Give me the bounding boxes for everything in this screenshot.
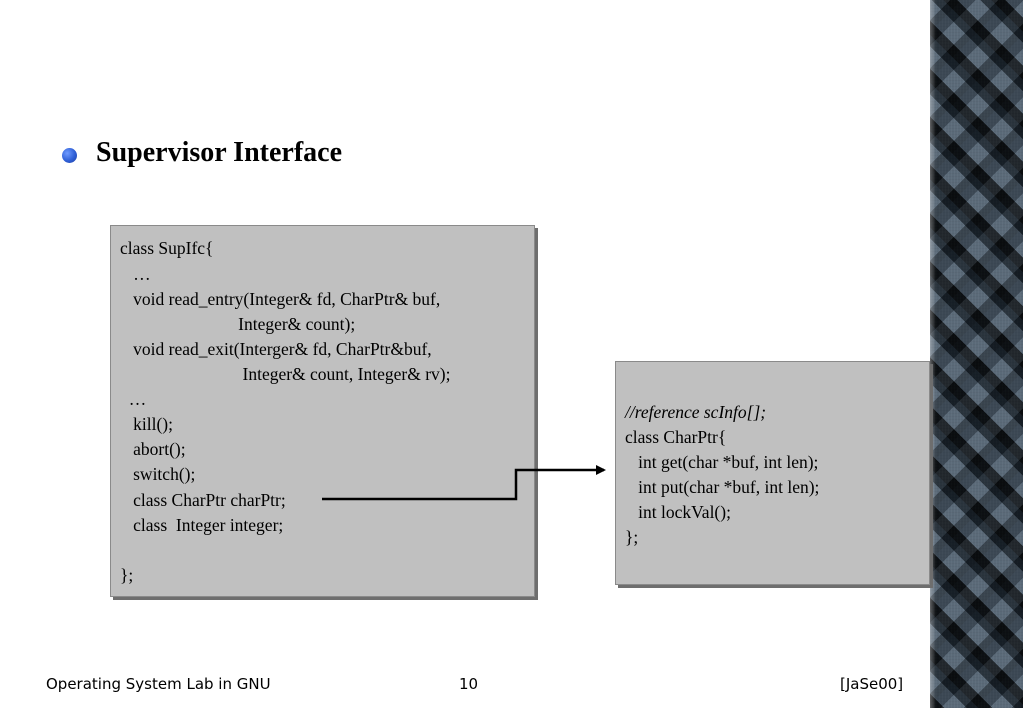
code-line: class CharPtr{ — [625, 427, 727, 447]
code-line: … — [120, 264, 151, 284]
footer-course-title: Operating System Lab in GNU — [46, 675, 271, 693]
bullet-icon — [62, 148, 77, 163]
code-line: switch(); — [120, 464, 196, 484]
decorative-texture-panel — [930, 0, 1023, 708]
code-line: }; — [625, 527, 639, 547]
code-comment-line: //reference scInfo[]; — [625, 402, 767, 422]
code-line: void read_entry(Integer& fd, CharPtr& bu… — [120, 289, 441, 309]
code-line: Integer& count, Integer& rv); — [120, 364, 451, 384]
code-line: class Integer integer; — [120, 515, 284, 535]
code-line: int put(char *buf, int len); — [625, 477, 820, 497]
code-line: int lockVal(); — [625, 502, 731, 522]
code-line: void read_exit(Interger& fd, CharPtr&buf… — [120, 339, 432, 359]
charptr-code-box: //reference scInfo[]; class CharPtr{ int… — [615, 361, 930, 585]
slide-title: Supervisor Interface — [96, 137, 342, 168]
footer-page-number: 10 — [459, 675, 479, 693]
code-line: class SupIfc{ — [120, 238, 214, 258]
code-line: abort(); — [120, 439, 186, 459]
supifc-code-box: class SupIfc{ … void read_entry(Integer&… — [110, 225, 535, 597]
footer-reference: [JaSe00] — [840, 675, 904, 693]
code-line: Integer& count); — [120, 314, 356, 334]
code-line: … — [120, 389, 147, 409]
code-line: int get(char *buf, int len); — [625, 452, 819, 472]
code-line-charptr-member: class CharPtr charPtr; — [120, 490, 286, 510]
code-line: kill(); — [120, 414, 173, 434]
code-line: }; — [120, 565, 134, 585]
